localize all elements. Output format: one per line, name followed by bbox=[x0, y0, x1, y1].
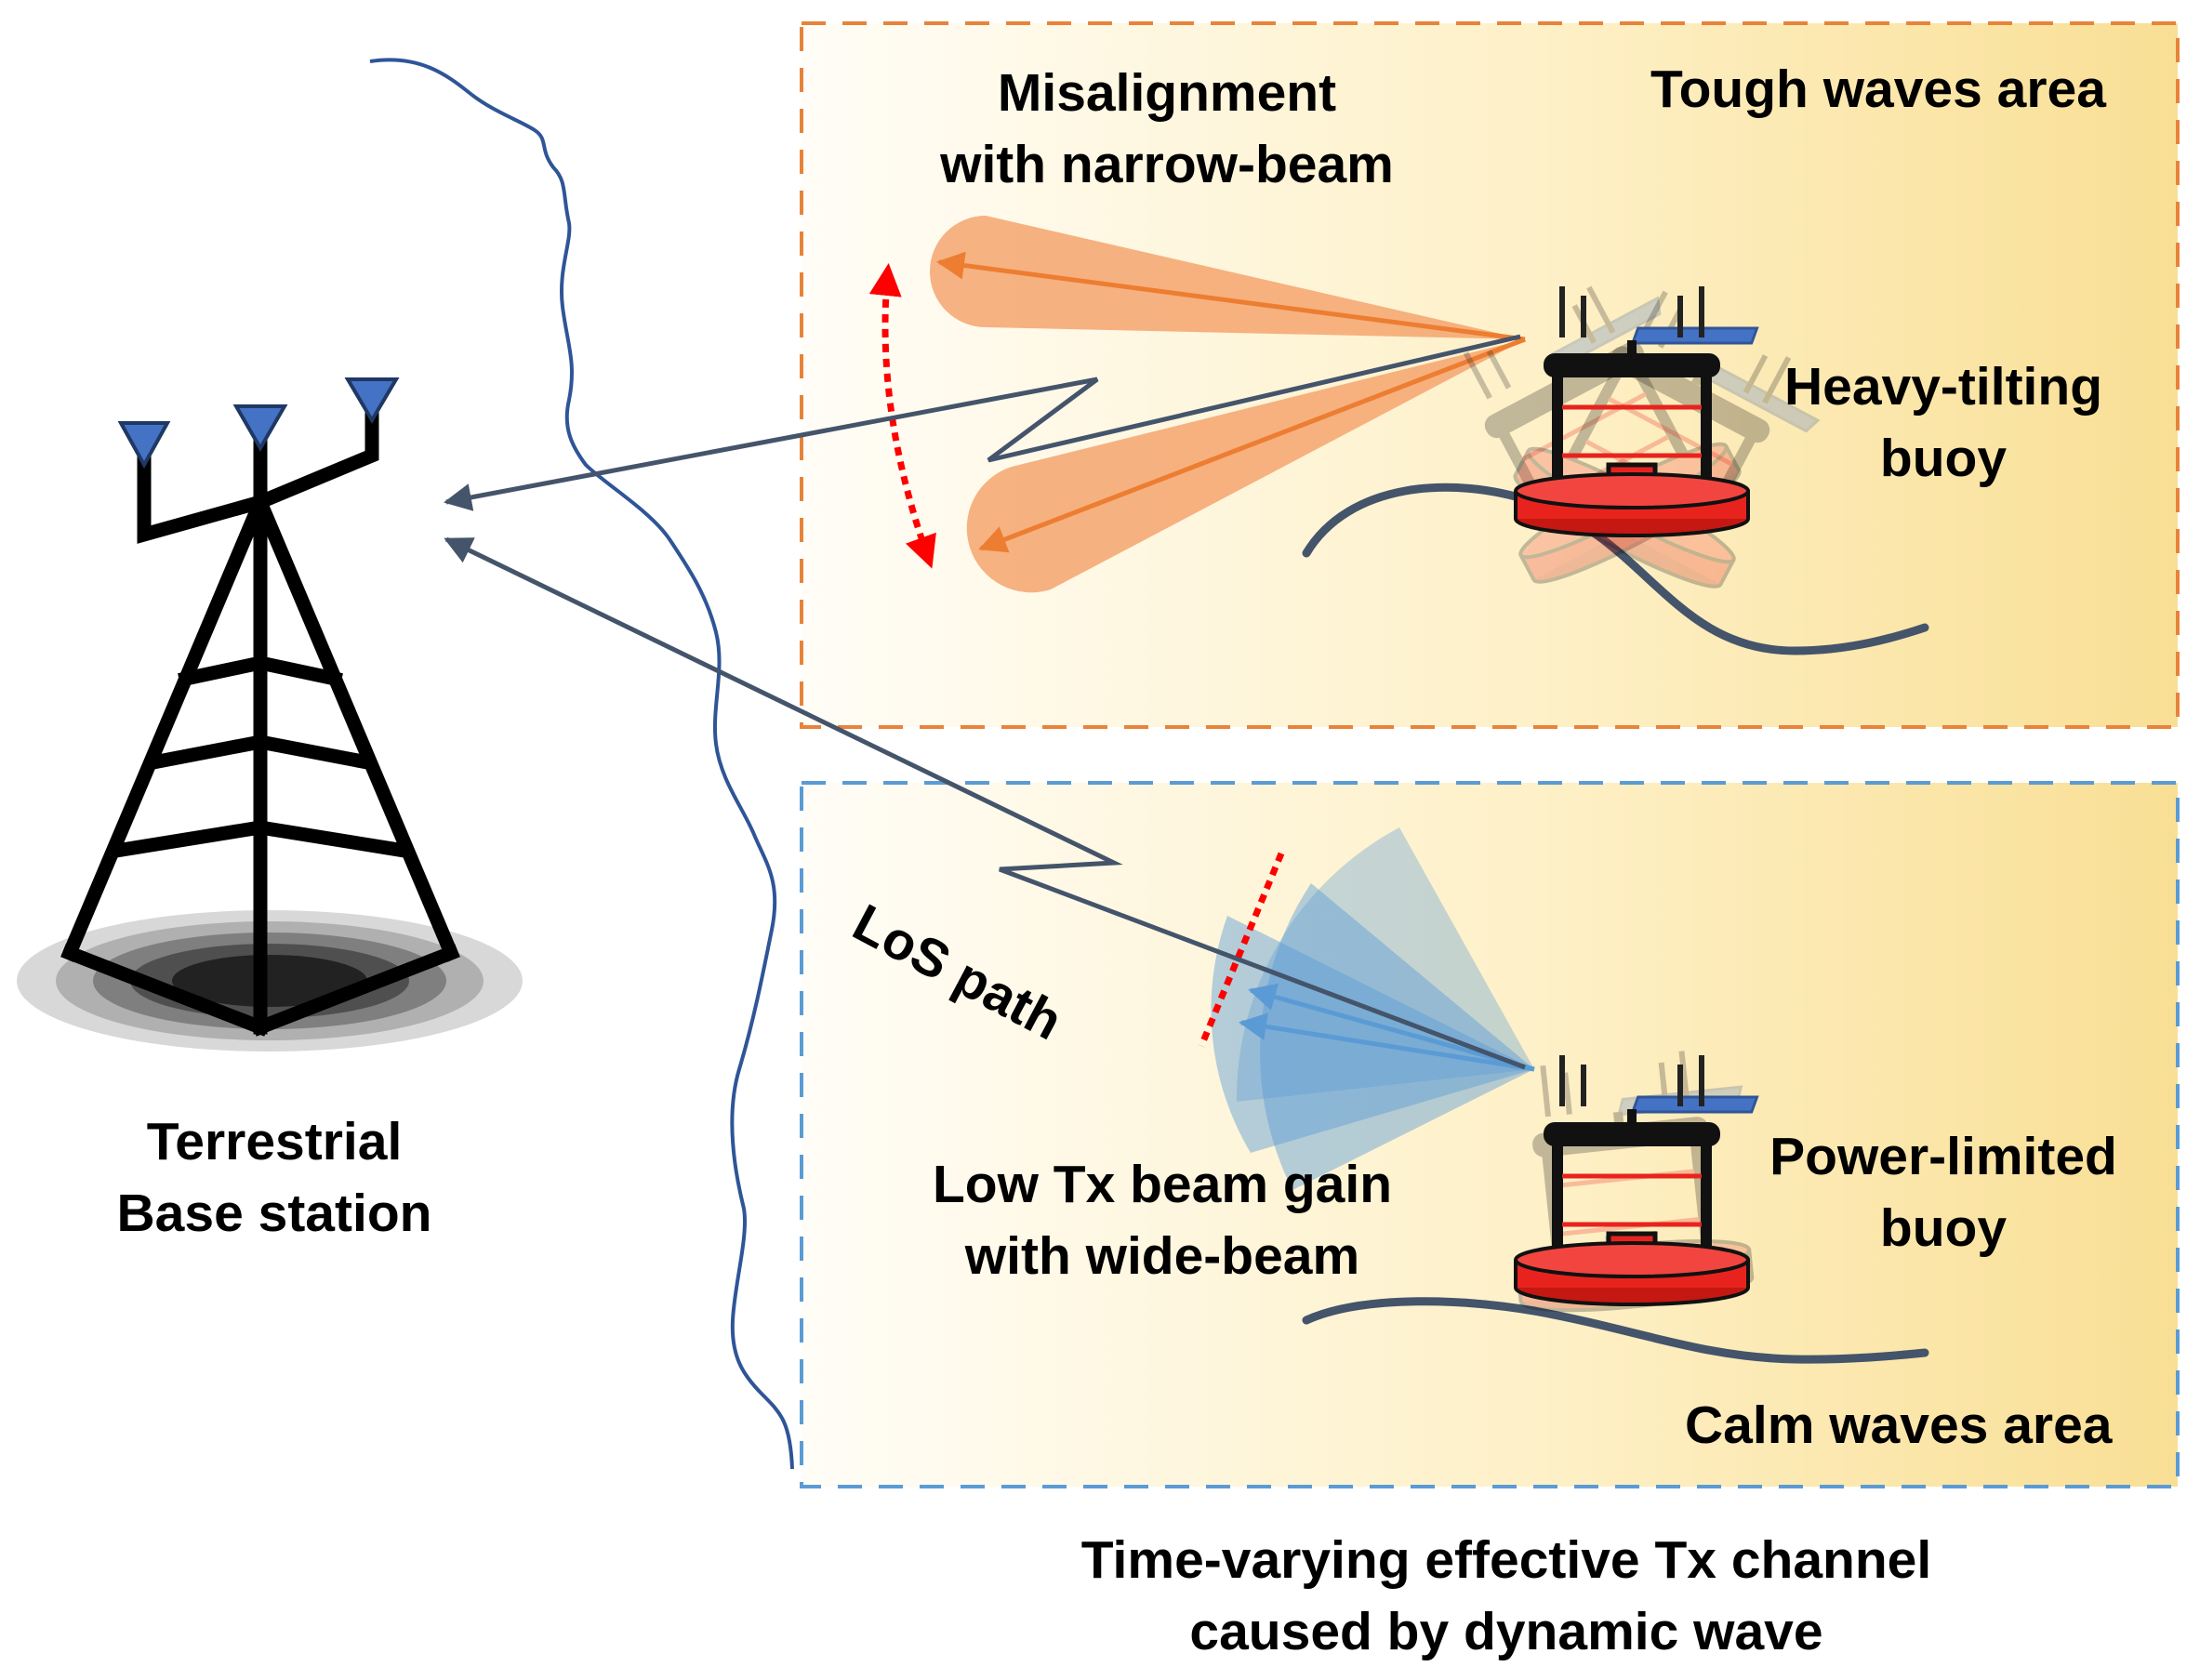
calm-waves-region bbox=[800, 781, 2180, 1488]
misalignment-line2: with narrow-beam bbox=[940, 134, 1394, 194]
caption: Time-varying effective Tx channel caused… bbox=[976, 1525, 2036, 1668]
misalignment-label: Misalignment with narrow-beam bbox=[907, 58, 1427, 201]
power-buoy-line2: buoy bbox=[1879, 1197, 2008, 1258]
antenna-left-icon bbox=[117, 421, 171, 470]
power-limited-buoy-label: Power-limited buoy bbox=[1753, 1121, 2134, 1264]
caption-line2: caused by dynamic wave bbox=[1189, 1601, 1823, 1661]
coastline bbox=[369, 58, 794, 1470]
calm-waves-area-label: Calm waves area bbox=[1685, 1396, 2113, 1455]
narrow-beam-lower bbox=[966, 337, 1526, 593]
wide-beam-line1: Low Tx beam gain bbox=[932, 1155, 1393, 1214]
wide-beam bbox=[1211, 827, 1535, 1190]
power-buoy-line1: Power-limited bbox=[1769, 1127, 2117, 1186]
base-station-line2: Base station bbox=[116, 1183, 432, 1243]
antenna-center-icon bbox=[232, 404, 288, 452]
tough-waves-area-label: Tough waves area bbox=[1650, 60, 2106, 119]
misalignment-line1: Misalignment bbox=[997, 63, 1337, 123]
tough-waves-region bbox=[800, 21, 2180, 729]
base-station-line1: Terrestrial bbox=[146, 1112, 403, 1171]
base-station-label: Terrestrial Base station bbox=[88, 1106, 460, 1250]
heavy-tilting-buoy-label: Heavy-tilting buoy bbox=[1757, 351, 2129, 495]
base-station-tower-icon bbox=[17, 377, 523, 1052]
wide-beam-label: Low Tx beam gain with wide-beam bbox=[902, 1149, 1423, 1292]
misalignment-arrow bbox=[868, 263, 936, 569]
antenna-right-icon bbox=[344, 377, 400, 424]
heavy-buoy-line1: Heavy-tilting bbox=[1783, 357, 2103, 417]
wide-beam-line2: with wide-beam bbox=[964, 1225, 1360, 1286]
narrow-beam-upper bbox=[930, 216, 1526, 342]
heavy-buoy-line2: buoy bbox=[1879, 428, 2008, 488]
los-path-arrow bbox=[444, 536, 1526, 1070]
tough-area-link-arrow bbox=[444, 334, 1521, 511]
tough-wave bbox=[1302, 483, 1929, 655]
calm-wave bbox=[1302, 1297, 1929, 1364]
beam-gain-limit-line bbox=[1198, 852, 1285, 1048]
caption-line1: Time-varying effective Tx channel bbox=[1080, 1530, 1932, 1590]
